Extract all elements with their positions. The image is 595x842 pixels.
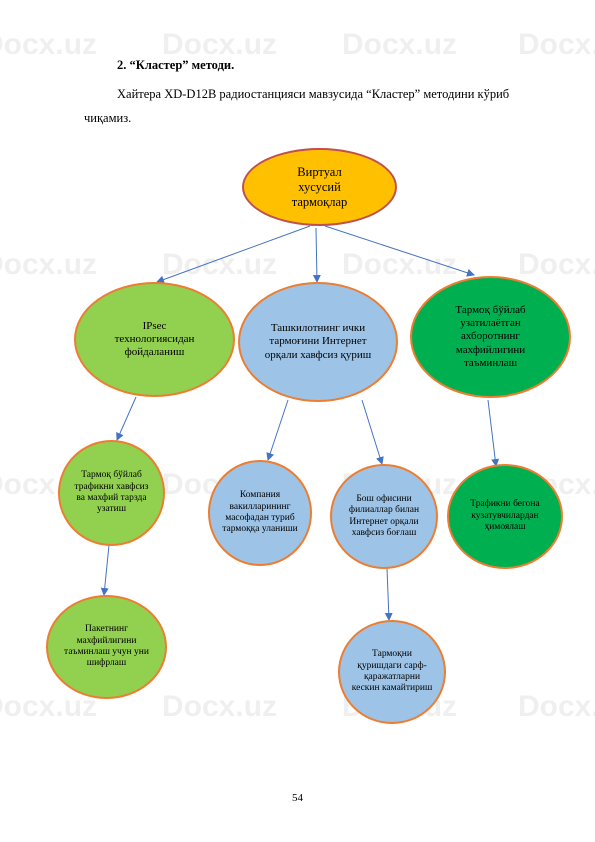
intro-paragraph: Хайтера XD-D12B радиостанцияси мавзусида…: [84, 87, 510, 125]
section-heading: 2. “Кластер” методи.: [117, 58, 235, 72]
cluster-node-traffic-private: Тармоқ бўйлаб трафикни хавфсиз ва махфий…: [58, 440, 165, 546]
cluster-node-packet-encrypt: Пакетнинг махфийлигини таъминлаш учун ун…: [46, 595, 167, 699]
node-label: Бош офисини филиаллар билан Интернет орқ…: [348, 493, 420, 538]
connector-arrow: [312, 227, 321, 283]
node-label: Тармоқ бўйлаб трафикни хавфсиз ва махфий…: [74, 470, 149, 515]
cluster-node-cost-reduction: Тармоқни қуришдаги сарф-қаражатларни кес…: [338, 620, 446, 724]
cluster-node-internet: Ташкилотнинг ички тармоғини Интернет орқ…: [238, 282, 398, 402]
node-label: Компания вакилларининг масофадан туриб т…: [222, 490, 298, 535]
cluster-node-branch-offices: Бош офисини филиаллар билан Интернет орқ…: [330, 464, 438, 569]
cluster-root-label: Виртуал хусусий тармоқлар: [291, 164, 348, 209]
connector-arrow: [100, 544, 110, 596]
connector-arrow: [487, 399, 500, 467]
connector-arrow: [384, 567, 393, 621]
cluster-node-outsiders: Трафикни бегона кузатувчилардан ҳимоялаш: [447, 464, 563, 569]
connector-arrow: [156, 225, 311, 284]
page-number: 54: [292, 792, 303, 804]
connector-arrow: [324, 225, 475, 277]
node-label: Пакетнинг махфийлигини таъминлаш учун ун…: [64, 624, 149, 669]
cluster-node-remote-staff: Компания вакилларининг масофадан туриб т…: [208, 460, 312, 566]
node-label: Ташкилотнинг ички тармоғини Интернет орқ…: [264, 322, 372, 361]
node-label: Тармоқни қуришдаги сарф-қаражатларни кес…: [351, 649, 433, 694]
node-label: IPsec технологиясидан фойдаланиш: [114, 319, 195, 359]
connector-arrow: [361, 399, 384, 465]
connector-arrow: [266, 399, 289, 461]
node-label: Тармоқ бўйлаб узатилаётган ахборотнинг м…: [455, 304, 526, 369]
connector-arrow: [116, 396, 137, 441]
cluster-node-privacy: Тармоқ бўйлаб узатилаётган ахборотнинг м…: [410, 276, 571, 398]
cluster-node-ipsec: IPsec технологиясидан фойдаланиш: [74, 282, 235, 397]
node-label: Трафикни бегона кузатувчилардан ҳимоялаш: [470, 499, 540, 533]
cluster-root-node: Виртуал хусусий тармоқлар: [242, 148, 397, 226]
